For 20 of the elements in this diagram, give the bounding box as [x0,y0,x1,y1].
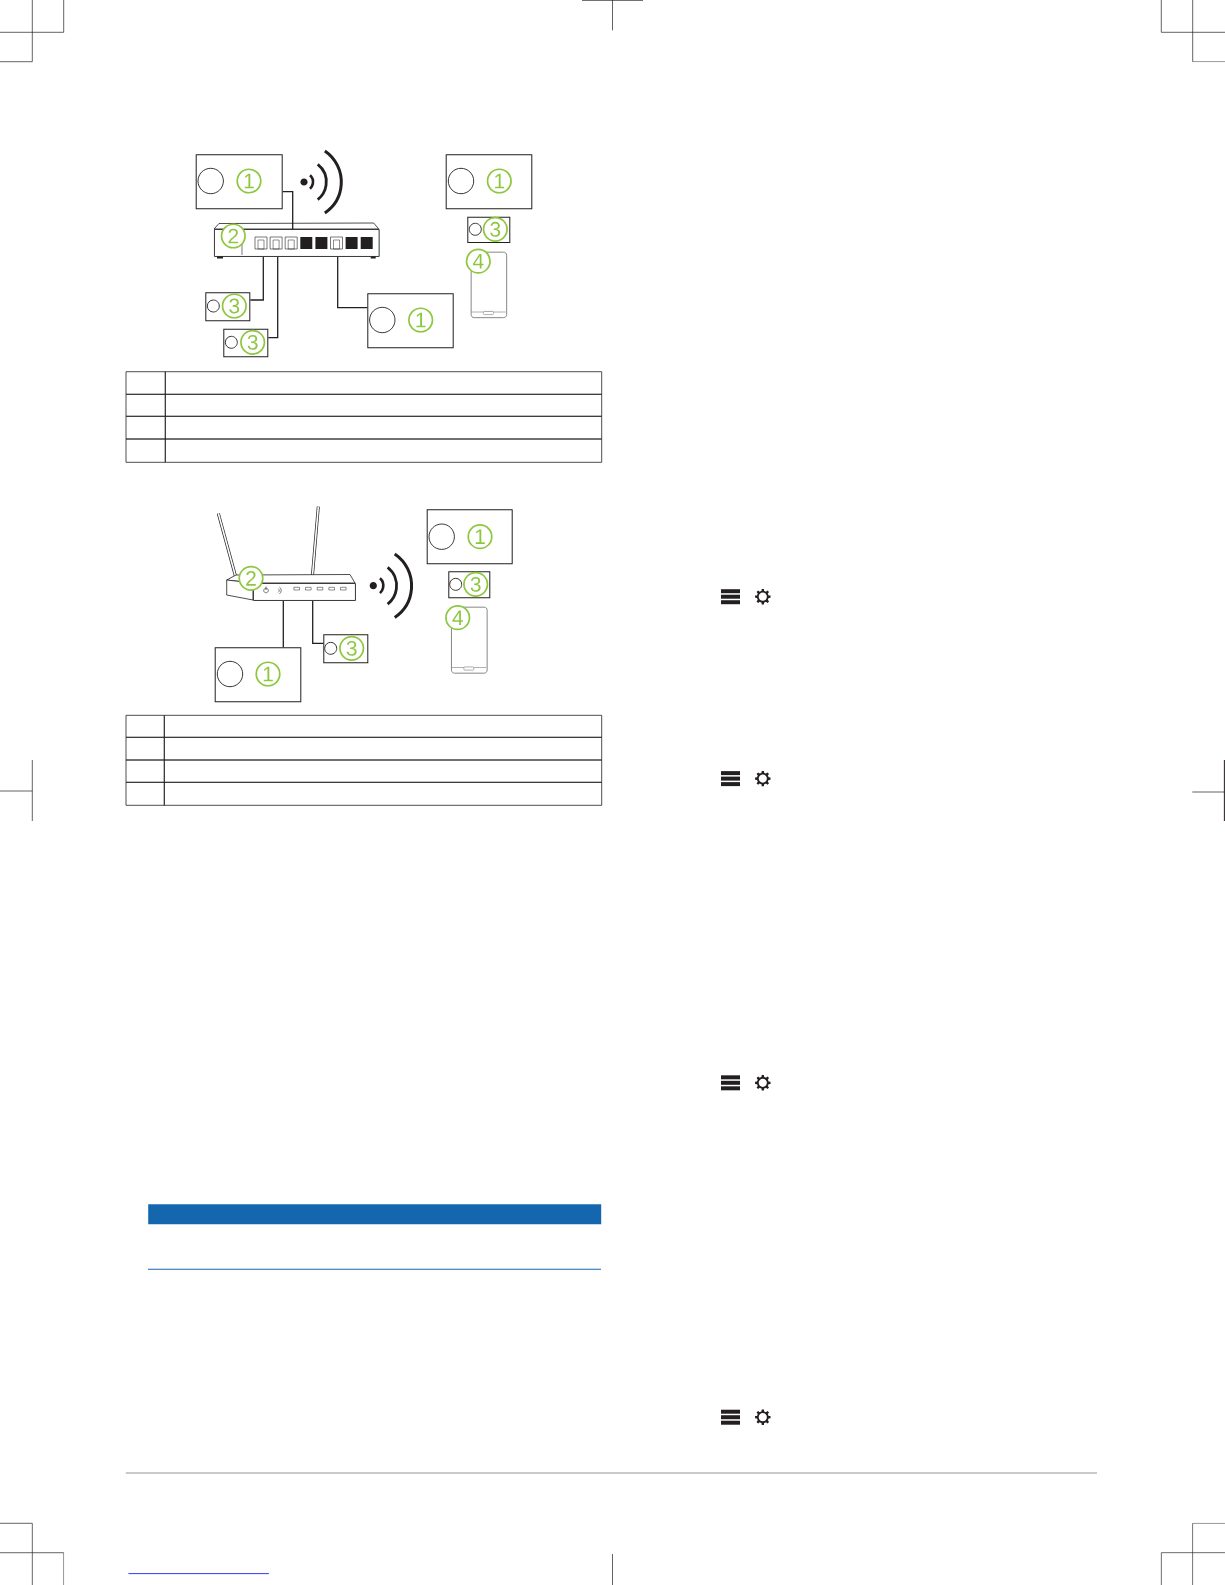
cable-line [249,256,264,301]
cable-line [267,256,279,339]
cable-line [282,600,284,648]
callout-number: 3 [463,571,489,597]
callout-number: 2 [238,565,264,591]
callout-number: 4 [465,248,491,274]
cable-line [282,191,294,230]
callout-number: 3 [221,293,247,319]
callout-number: 3 [339,635,365,661]
notice-bar [148,1204,602,1225]
callout-number: 1 [255,661,281,687]
callout-number: 1 [236,168,262,194]
callout-number: 3 [240,329,266,355]
cable-line [312,600,324,644]
cable-line [337,256,368,309]
callout-number: 3 [482,216,508,242]
callout-number: 1 [467,524,493,550]
callout-number: 4 [445,605,471,631]
callout-number: 1 [408,307,434,333]
callout-number: 1 [486,168,512,194]
